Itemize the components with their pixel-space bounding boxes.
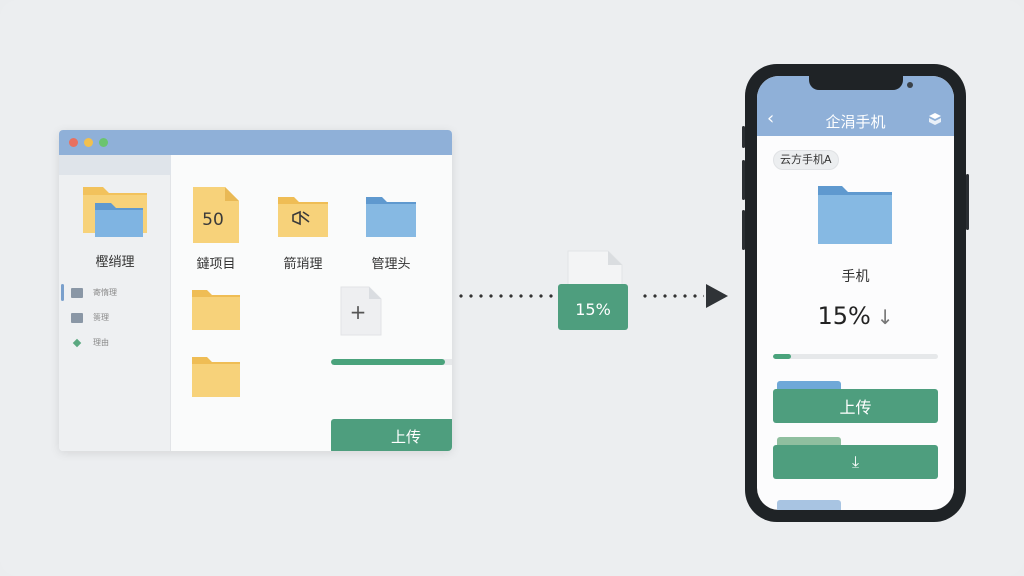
file-label: 鐽项目 bbox=[196, 257, 236, 272]
back-icon[interactable]: ‹ bbox=[767, 108, 775, 129]
sidebar-item-label: 篑理 bbox=[93, 313, 109, 322]
file-tile-folder-3[interactable]: 管理头 bbox=[365, 193, 417, 272]
folder-tab-decoration bbox=[777, 381, 841, 389]
sidebar-item-1[interactable]: 寄惰理 bbox=[59, 280, 171, 305]
maximize-window-button[interactable] bbox=[99, 138, 108, 147]
folder-icon bbox=[71, 312, 83, 323]
file-label: 箭琑理 bbox=[283, 257, 323, 272]
sidebar-item-2[interactable]: 篑理 bbox=[59, 305, 171, 330]
phone-upload-button[interactable]: 上传 bbox=[773, 389, 938, 423]
phone-device: ‹ 企涓手机 云方手机A 手机 15%↓ 上传 bbox=[742, 64, 969, 522]
sidebar-item-label: 理由 bbox=[93, 338, 109, 347]
sidebar-item-label: 寄惰理 bbox=[93, 288, 117, 297]
new-file-icon: + bbox=[340, 286, 382, 336]
file-tile-document[interactable]: 50 鐽项目 bbox=[191, 185, 241, 272]
sidebar-list: 寄惰理 篑理 理由 bbox=[59, 280, 171, 355]
file-tile-folder-5[interactable] bbox=[191, 353, 241, 399]
download-arrow-icon: ↓ bbox=[876, 305, 894, 329]
phone-camera bbox=[907, 82, 913, 88]
close-window-button[interactable] bbox=[69, 138, 78, 147]
upload-progress-fill bbox=[331, 359, 445, 365]
folder-icon bbox=[192, 357, 240, 397]
minimize-window-button[interactable] bbox=[84, 138, 93, 147]
document-glyph: 50 bbox=[202, 210, 224, 230]
phone-volume-up bbox=[742, 160, 745, 200]
diamond-icon bbox=[72, 338, 82, 347]
transfer-folder-icon: 15% bbox=[558, 284, 628, 330]
device-chip[interactable]: 云方手机A bbox=[773, 150, 839, 170]
phone-screen: ‹ 企涓手机 云方手机A 手机 15%↓ 上传 bbox=[757, 76, 954, 510]
phone-progress-bar bbox=[773, 354, 938, 359]
sidebar-folder-label: 樫绡理 bbox=[95, 255, 135, 270]
phone-progress-fill bbox=[773, 354, 792, 359]
sidebar-header bbox=[59, 155, 171, 175]
upload-progress-bar bbox=[331, 359, 452, 365]
plus-glyph: + bbox=[350, 300, 367, 324]
window-titlebar[interactable] bbox=[59, 130, 452, 155]
folder-tab-decoration bbox=[777, 500, 841, 510]
cube-settings-icon[interactable] bbox=[928, 112, 942, 126]
phone-notch bbox=[809, 76, 903, 90]
phone-title: 企涓手机 bbox=[825, 113, 886, 131]
phone-percent-value: 15% bbox=[817, 302, 871, 330]
arrow-right-icon bbox=[706, 284, 728, 308]
dotted-line-left bbox=[456, 294, 556, 298]
folder-stack-icon[interactable] bbox=[81, 179, 149, 241]
phone-folder-label: 手机 bbox=[841, 269, 870, 285]
phone-volume-down bbox=[742, 210, 745, 250]
document-icon: 50 bbox=[193, 187, 239, 243]
folder-icon bbox=[366, 197, 416, 237]
file-tile-folder-2[interactable]: 箭琑理 bbox=[277, 193, 329, 272]
file-label: 管理头 bbox=[371, 257, 411, 272]
sidebar: 樫绡理 寄惰理 篑理 理由 bbox=[59, 155, 171, 451]
phone-power-button bbox=[966, 174, 969, 230]
folder-icon[interactable] bbox=[817, 182, 893, 246]
folder-icon bbox=[192, 290, 240, 330]
desktop-window: 樫绡理 寄惰理 篑理 理由 bbox=[59, 130, 452, 451]
transfer-percent: 15% bbox=[575, 299, 611, 319]
upload-button[interactable]: 上传 bbox=[331, 419, 452, 451]
file-grid: 50 鐽项目 箭琑理 管理头 bbox=[171, 155, 452, 451]
new-file-tile[interactable]: + bbox=[339, 285, 383, 337]
folder-icon bbox=[278, 197, 328, 237]
folder-icon bbox=[71, 287, 83, 298]
phone-mute-switch bbox=[742, 126, 745, 148]
phone-percent: 15%↓ bbox=[757, 302, 954, 330]
folder-tab-decoration bbox=[777, 437, 841, 445]
dotted-line-right bbox=[640, 294, 704, 298]
phone-download-button[interactable]: ⤓ bbox=[773, 445, 938, 479]
sidebar-item-3[interactable]: 理由 bbox=[59, 330, 171, 355]
file-tile-folder-4[interactable] bbox=[191, 286, 241, 332]
